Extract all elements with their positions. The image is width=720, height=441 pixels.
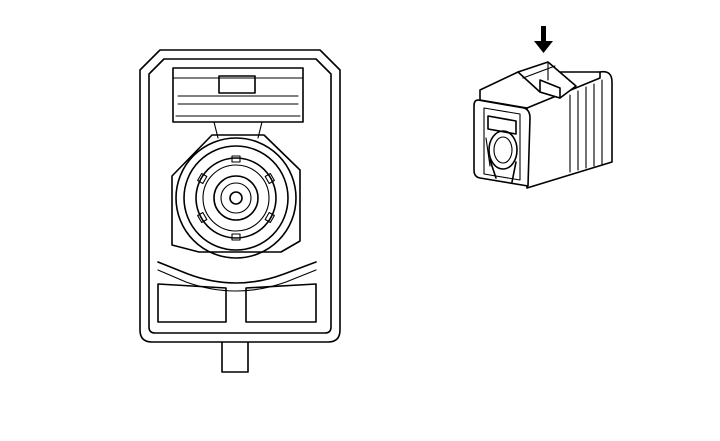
arrow-down-icon [534,26,553,53]
front-opening [485,115,518,183]
contact-fingers [197,155,275,241]
front-view [139,49,341,373]
top-latch-iso [517,61,577,99]
coding-collar [171,134,301,253]
foot-pad-right [245,283,317,323]
isometric-view [473,26,613,189]
housing-outer-outline [139,49,341,343]
lower-ribs [157,261,317,284]
latch-window [218,75,256,94]
foot-pad-left [157,283,227,323]
housing-front [473,99,531,187]
housing-inner-outline [148,58,332,334]
coax-socket [175,137,297,259]
center-pin [229,191,243,205]
side-ribs [569,79,603,173]
